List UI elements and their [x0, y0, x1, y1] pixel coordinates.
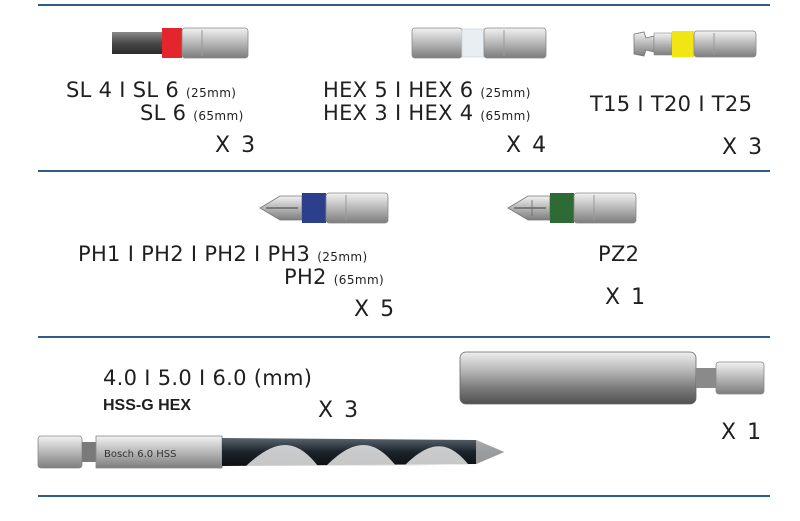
phillips-label-line2: PH2 (65mm)	[284, 265, 385, 289]
bit-holder-image	[459, 351, 765, 405]
pozidriv-quantity: X 1	[605, 285, 648, 310]
hex-bit-image	[411, 27, 547, 59]
hex-label-line1: HEX 5 I HEX 6 (25mm)	[323, 78, 531, 102]
slotted-label-line1: SL 4 I SL 6 (25mm)	[66, 78, 237, 102]
slotted-quantity: X 3	[215, 133, 258, 158]
phillips-bit-image	[259, 192, 389, 224]
drill-bit-image: Bosch 6.0 HSS	[37, 435, 504, 469]
drill-quantity: X 3	[318, 398, 361, 423]
phillips-label-line1: PH1 I PH2 I PH2 I PH3 (25mm)	[78, 242, 368, 266]
holder-quantity: X 1	[721, 420, 764, 445]
slotted-bit-image	[112, 27, 249, 59]
drill-type-label: HSS-G HEX	[103, 397, 192, 414]
hex-label-line2: HEX 3 I HEX 4 (65mm)	[323, 101, 531, 125]
bottom-divider	[38, 495, 770, 497]
drill-shank-text: Bosch 6.0 HSS	[104, 449, 177, 460]
torx-label: T15 I T20 I T25	[590, 92, 753, 116]
row1-divider	[38, 170, 770, 172]
pozidriv-label: PZ2	[598, 242, 640, 266]
torx-bit-image	[633, 30, 757, 58]
slotted-label-line2: SL 6 (65mm)	[140, 101, 244, 125]
row2-divider	[38, 336, 770, 338]
pozidriv-bit-image	[507, 192, 637, 224]
hex-quantity: X 4	[506, 133, 549, 158]
drill-sizes-label: 4.0 I 5.0 I 6.0 (mm)	[103, 366, 313, 390]
torx-quantity: X 3	[722, 135, 765, 160]
phillips-quantity: X 5	[354, 297, 397, 322]
top-divider	[38, 4, 770, 6]
